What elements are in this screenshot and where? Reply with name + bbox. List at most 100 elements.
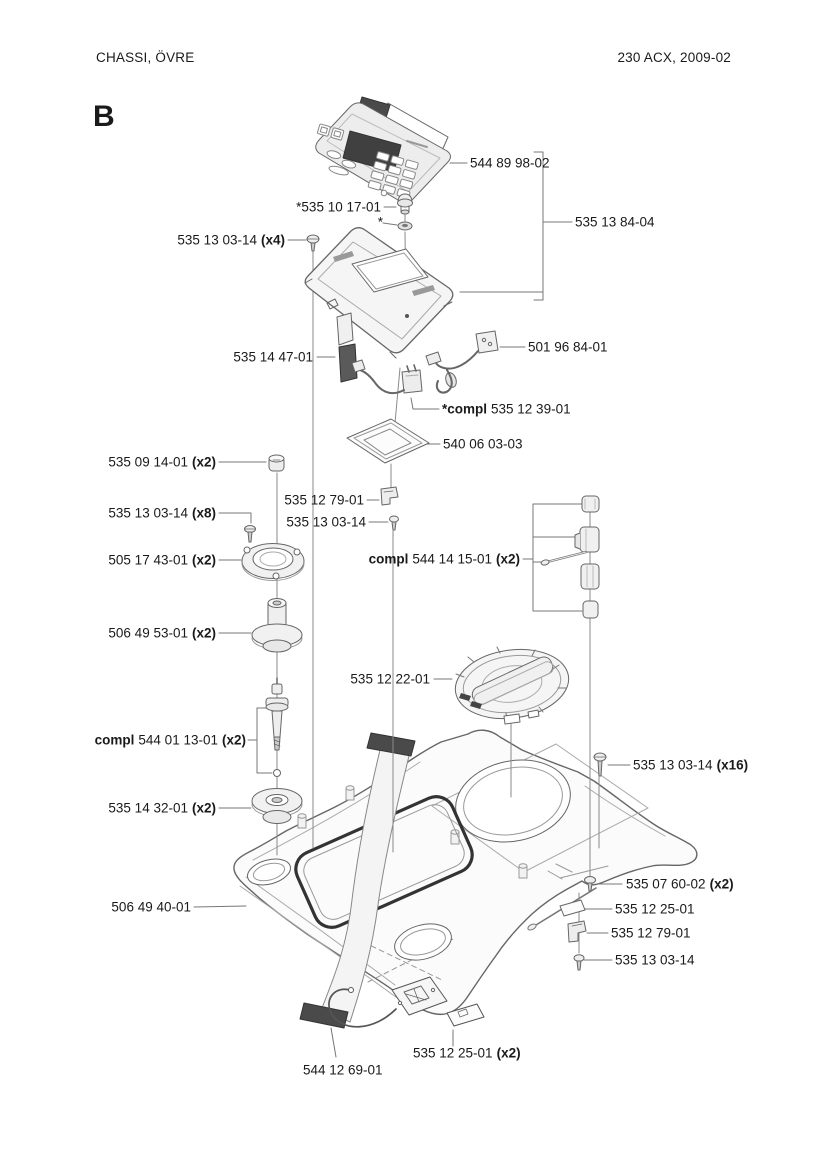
part-number: 544 89 98-02 bbox=[470, 155, 550, 171]
display-cover-drawing bbox=[304, 227, 454, 383]
part-number: 501 96 84-01 bbox=[528, 339, 608, 355]
plug-assembly-drawing bbox=[351, 359, 423, 395]
part-label-decal: 535 12 25-01(x2) bbox=[413, 1046, 521, 1060]
bottom-opening bbox=[394, 923, 452, 961]
part-number: * bbox=[377, 214, 383, 230]
part-qty: (x2) bbox=[495, 551, 520, 567]
screw-x4 bbox=[306, 234, 320, 252]
part-qty: (x2) bbox=[191, 454, 216, 470]
part-number: 506 49 53-01 bbox=[108, 625, 188, 641]
part-number: 535 12 79-01 bbox=[284, 492, 364, 508]
part-label-washer-star: * bbox=[378, 215, 383, 229]
part-qty: (x2) bbox=[191, 625, 216, 641]
part-label-cable: 501 96 84-01 bbox=[528, 340, 608, 354]
page-title: CHASSI, ÖVRE bbox=[96, 50, 195, 65]
part-qty: (x2) bbox=[221, 732, 246, 748]
part-label-ribbon: 544 12 69-01 bbox=[303, 1063, 383, 1077]
cap-part-drawing bbox=[268, 454, 285, 472]
part-number: 535 12 25-01 bbox=[413, 1045, 493, 1061]
left-opening bbox=[247, 858, 291, 886]
clip-upper-drawing bbox=[380, 486, 399, 506]
part-qty: (x8) bbox=[191, 505, 216, 521]
part-prefix: compl bbox=[368, 551, 409, 567]
screw-bottom bbox=[573, 954, 585, 971]
contact-parts-drawing bbox=[540, 495, 600, 619]
part-number: 535 13 03-14 bbox=[633, 757, 713, 773]
part-number: 535 13 84-04 bbox=[575, 214, 655, 230]
part-prefix: compl bbox=[94, 732, 135, 748]
part-number: 544 14 15-01 bbox=[412, 551, 492, 567]
part-label-cap: 535 09 14-01(x2) bbox=[108, 455, 216, 469]
part-prefix: *compl bbox=[442, 401, 488, 417]
part-number: 535 12 22-01 bbox=[350, 671, 430, 687]
document-reference: 230 ACX, 2009-02 bbox=[617, 50, 731, 65]
frame-plate-drawing bbox=[346, 418, 430, 464]
part-label-display-assembly: 535 13 84-04 bbox=[575, 215, 655, 229]
part-label-screw-x4: 535 13 03-14(x4) bbox=[177, 233, 285, 247]
part-number: 506 49 40-01 bbox=[111, 899, 191, 915]
part-label-ring: 505 17 43-01(x2) bbox=[108, 553, 216, 567]
grommet-drawing bbox=[251, 788, 303, 824]
screw-mid bbox=[389, 515, 399, 531]
leader-lines bbox=[193, 151, 631, 1058]
decal-plate bbox=[446, 1003, 485, 1027]
bearing-ring-drawing bbox=[241, 543, 305, 581]
part-qty: (x2) bbox=[191, 552, 216, 568]
part-qty: (x2) bbox=[709, 876, 734, 892]
part-number: 535 14 47-01 bbox=[233, 349, 313, 365]
part-label-chassis: 506 49 40-01 bbox=[111, 900, 191, 914]
bushing-drawing bbox=[251, 598, 303, 653]
part-number: 535 12 39-01 bbox=[491, 401, 571, 417]
screw-x16 bbox=[593, 752, 607, 777]
knob-and-washer-drawing bbox=[397, 193, 413, 231]
part-label-clip-upper: 535 12 79-01 bbox=[284, 493, 364, 507]
part-label-keypad: 544 89 98-02 bbox=[470, 156, 550, 170]
screw-x8 bbox=[244, 525, 256, 543]
part-qty: (x2) bbox=[496, 1045, 521, 1061]
chassis-body-drawing bbox=[233, 729, 698, 1029]
part-label-lid: 535 12 22-01 bbox=[350, 672, 430, 686]
part-number: 535 12 79-01 bbox=[611, 925, 691, 941]
part-number: 535 14 32-01 bbox=[108, 800, 188, 816]
part-label-knob: *535 10 17-01 bbox=[296, 200, 381, 214]
part-number: *535 10 17-01 bbox=[296, 199, 381, 215]
part-label-plate: 535 12 25-01 bbox=[615, 902, 695, 916]
part-label-strip: 535 14 47-01 bbox=[233, 350, 313, 364]
part-label-bushing: 506 49 53-01(x2) bbox=[108, 626, 216, 640]
part-number: 535 12 25-01 bbox=[615, 901, 695, 917]
ribbon-cable bbox=[299, 732, 416, 1029]
large-opening bbox=[455, 759, 571, 843]
part-number: 535 07 60-02 bbox=[626, 876, 706, 892]
section-letter: B bbox=[93, 100, 115, 133]
part-number: 535 13 03-14 bbox=[108, 505, 188, 521]
part-label-screw-x16: 535 13 03-14(x16) bbox=[633, 758, 748, 772]
chassis-connector bbox=[328, 976, 448, 1028]
clip-lower-drawing bbox=[567, 920, 587, 943]
part-number: 535 13 03-14 bbox=[286, 514, 366, 530]
part-number: 540 06 03-03 bbox=[443, 436, 523, 452]
part-qty: (x4) bbox=[260, 232, 285, 248]
keypad-drawing bbox=[315, 96, 451, 204]
cable-assembly-drawing bbox=[425, 330, 499, 394]
part-label-screw-bottom: 535 13 03-14 bbox=[615, 953, 695, 967]
part-number: 535 13 03-14 bbox=[615, 952, 695, 968]
lid-drawing bbox=[454, 646, 570, 725]
plate-part-drawing bbox=[559, 899, 586, 917]
part-label-grommet: 535 14 32-01(x2) bbox=[108, 801, 216, 815]
part-label-screw-mid: 535 13 03-14 bbox=[286, 515, 366, 529]
part-number: 544 01 13-01 bbox=[138, 732, 218, 748]
part-qty: (x16) bbox=[716, 757, 749, 773]
part-number: 544 12 69-01 bbox=[303, 1062, 383, 1078]
part-label-clip-lower: 535 12 79-01 bbox=[611, 926, 691, 940]
part-number: 535 13 03-14 bbox=[177, 232, 257, 248]
part-number: 505 17 43-01 bbox=[108, 552, 188, 568]
part-qty: (x2) bbox=[191, 800, 216, 816]
screw-0760 bbox=[584, 876, 596, 892]
part-label-screw-0760: 535 07 60-02(x2) bbox=[626, 877, 734, 891]
part-label-screw-x8: 535 13 03-14(x8) bbox=[108, 506, 216, 520]
